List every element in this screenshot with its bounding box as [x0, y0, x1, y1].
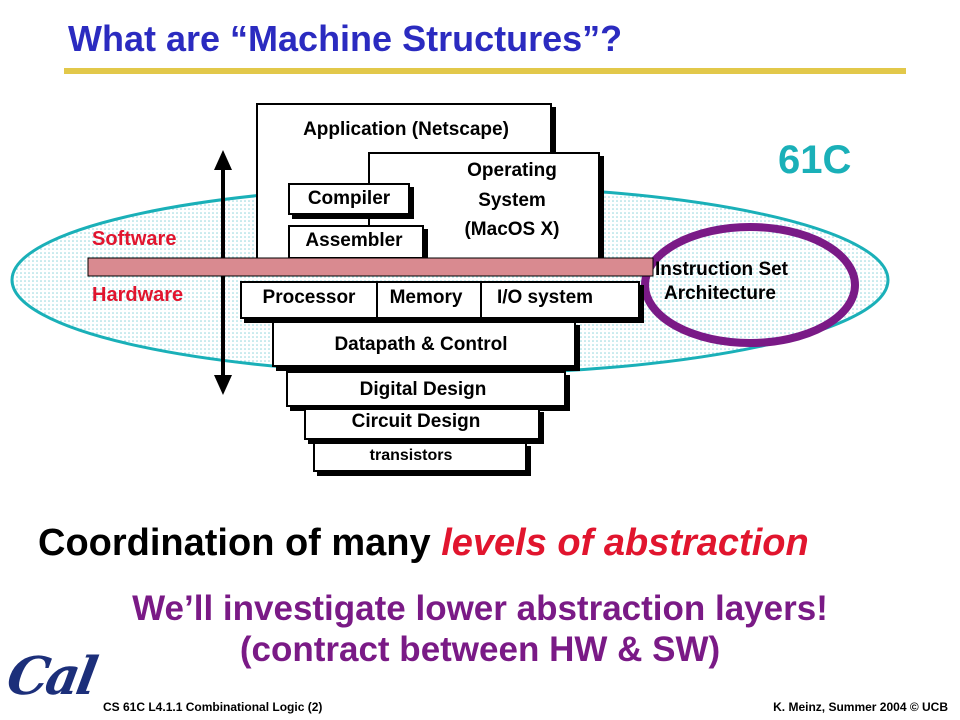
- datapath-box: [272, 321, 576, 367]
- operating-system-label-2: System: [478, 190, 546, 211]
- operating-system-label-3: (MacOS X): [464, 219, 560, 240]
- cal-logo: Cal: [2, 646, 100, 707]
- assembler-label: Assembler: [305, 230, 403, 251]
- coordination-emphasis: levels of abstraction: [441, 522, 809, 564]
- transistors-box: [313, 442, 527, 472]
- processor-box: [240, 281, 378, 319]
- investigate-line-2: (contract between HW & SW): [239, 630, 721, 669]
- page-title: What are “Machine Structures”?: [68, 18, 623, 59]
- investigate-line-1: We’ll investigate lower abstraction laye…: [132, 589, 828, 628]
- memory-label: Memory: [389, 287, 463, 308]
- datapath-label: Datapath & Control: [334, 334, 508, 355]
- isa-ring: [641, 223, 859, 347]
- processor-label: Processor: [262, 287, 356, 308]
- software-label: Software: [92, 228, 177, 250]
- digital-design-box: [286, 371, 566, 407]
- coordination-text: Coordination of many levels of abstracti…: [38, 522, 809, 565]
- io-system-box: [480, 281, 640, 319]
- memory-box: [376, 281, 482, 319]
- digital-design-label: Digital Design: [359, 379, 487, 400]
- operating-system-label-1: Operating: [467, 160, 557, 181]
- hardware-label: Hardware: [92, 284, 184, 306]
- footer-right: K. Meinz, Summer 2004 © UCB: [773, 700, 948, 714]
- circuit-design-label: Circuit Design: [351, 411, 481, 432]
- footer-left: CS 61C L4.1.1 Combinational Logic (2): [103, 700, 323, 714]
- transistors-label: transistors: [369, 447, 453, 464]
- application-label: Application (Netscape): [303, 119, 509, 140]
- compiler-label: Compiler: [307, 188, 391, 209]
- compiler-box: [288, 183, 410, 215]
- isa-label-1: Instruction Set: [655, 259, 789, 280]
- course-badge: 61C: [778, 138, 852, 182]
- io-system-label: I/O system: [496, 287, 594, 308]
- isa-label-2: Architecture: [664, 283, 776, 304]
- title-underline: [64, 68, 906, 74]
- circuit-design-box: [304, 408, 540, 440]
- coordination-prefix: Coordination of many: [38, 522, 442, 564]
